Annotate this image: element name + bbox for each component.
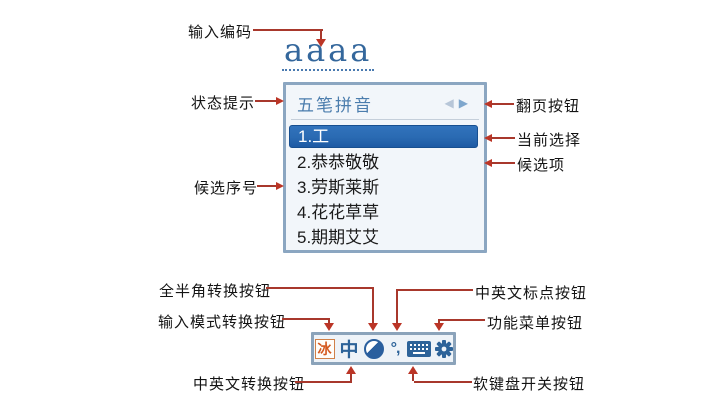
annotation-arrow — [324, 323, 334, 331]
label-soft-keyboard: 软键盘开关按钮 — [473, 376, 586, 393]
annotation-line — [440, 319, 485, 321]
composition-text: aaaa — [282, 31, 375, 71]
ime-toolbar: 冰 中 °, — [311, 332, 456, 365]
annotation-line — [350, 373, 352, 381]
annotation-line — [412, 373, 414, 381]
label-status-hint: 状态提示 — [191, 95, 256, 112]
page-prev-icon[interactable]: ◀ — [444, 96, 454, 110]
punctuation-button[interactable]: °, — [390, 339, 401, 357]
input-mode-button[interactable]: 冰 — [314, 338, 335, 359]
annotation-line — [491, 137, 515, 139]
label-function-menu: 功能菜单按钮 — [487, 315, 584, 332]
annotation-arrow — [434, 323, 444, 331]
annotation-arrow — [408, 366, 418, 374]
annotation-line — [491, 162, 515, 164]
annotation-arrow — [276, 97, 284, 105]
annotation-arrow — [484, 159, 492, 167]
annotation-line — [295, 381, 352, 383]
function-menu-button[interactable] — [434, 339, 453, 358]
header-divider — [291, 119, 479, 120]
candidate-window-header: 五笔拼音 ◀ ▶ — [286, 85, 484, 119]
label-candidate-index: 候选序号 — [194, 180, 259, 197]
ime-candidate-window: 五笔拼音 ◀ ▶ 1.工 2.恭恭敬敬 3.劳斯莱斯 4.花花草草 5.期期艾艾 — [283, 82, 487, 253]
keyboard-icon — [406, 340, 431, 357]
annotation-line — [396, 289, 398, 324]
candidate-item[interactable]: 4.花花草草 — [297, 203, 380, 222]
annotation-line — [491, 103, 514, 105]
annotation-line — [266, 287, 374, 289]
label-fullwidth-toggle: 全半角转换按钮 — [159, 283, 272, 300]
soft-keyboard-button[interactable] — [406, 340, 431, 357]
label-input-code: 输入编码 — [188, 24, 253, 41]
candidate-item[interactable]: 3.劳斯莱斯 — [297, 178, 380, 197]
annotation-line — [255, 100, 277, 102]
label-current-selection: 当前选择 — [517, 132, 582, 149]
candidate-item[interactable]: 5.期期艾艾 — [297, 228, 380, 247]
annotation-line — [282, 318, 330, 320]
annotation-line — [414, 381, 472, 383]
annotation-arrow — [346, 366, 356, 374]
page-next-icon[interactable]: ▶ — [458, 96, 468, 110]
cn-en-toggle-button[interactable]: 中 — [339, 340, 359, 361]
label-cn-en-toggle: 中英文转换按钮 — [193, 376, 306, 393]
gear-icon — [434, 339, 453, 358]
annotation-arrow — [392, 323, 402, 331]
label-candidate-item: 候选项 — [517, 157, 566, 174]
label-page-buttons: 翻页按钮 — [516, 98, 581, 115]
annotation-line — [397, 289, 473, 291]
candidate-item[interactable]: 2.恭恭敬敬 — [297, 153, 380, 172]
fullwidth-circle-icon — [363, 338, 384, 359]
annotation-arrow — [316, 39, 326, 47]
candidate-item-selected[interactable]: 1.工 — [289, 125, 478, 148]
annotation-arrow — [484, 100, 492, 108]
page-buttons: ◀ ▶ — [445, 97, 468, 109]
label-cn-en-punct: 中英文标点按钮 — [475, 285, 588, 302]
label-input-mode-toggle: 输入模式转换按钮 — [158, 314, 287, 331]
annotation-line — [372, 287, 374, 324]
annotation-line — [438, 319, 440, 324]
annotation-line — [257, 185, 277, 187]
fullwidth-toggle-button[interactable] — [363, 338, 384, 359]
annotation-arrow — [368, 323, 378, 331]
candidate-list: 1.工 2.恭恭敬敬 3.劳斯莱斯 4.花花草草 5.期期艾艾 — [286, 125, 484, 250]
annotation-line — [253, 29, 323, 31]
annotation-line — [328, 318, 330, 324]
status-hint-title: 五笔拼音 — [297, 95, 373, 115]
annotation-line — [320, 29, 322, 40]
annotation-arrow — [484, 134, 492, 142]
annotation-arrow — [276, 182, 284, 190]
